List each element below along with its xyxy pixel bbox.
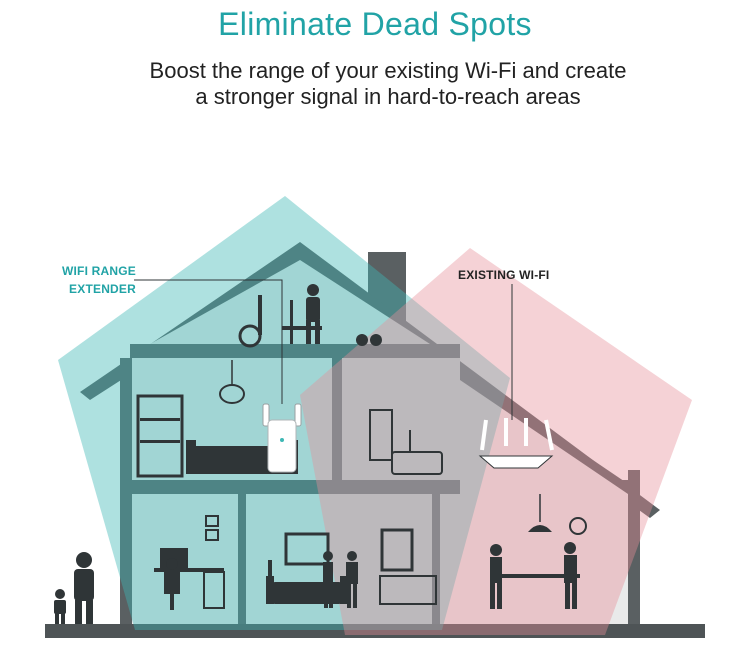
extender-leader-line bbox=[134, 279, 283, 404]
extender-callout-line2: EXTENDER bbox=[69, 282, 136, 296]
headline: Eliminate Dead Spots bbox=[218, 6, 532, 42]
ground bbox=[45, 624, 705, 638]
router-coverage-area bbox=[300, 248, 692, 635]
extender-callout-line1: WIFI RANGE bbox=[62, 264, 136, 278]
router-callout-label: EXISTING WI-FI bbox=[458, 268, 550, 282]
subline-1: Boost the range of your existing Wi-Fi a… bbox=[149, 58, 627, 83]
extender-callout-label: WIFI RANGE EXTENDER bbox=[56, 262, 136, 298]
range-extender-icon bbox=[262, 403, 302, 473]
extender-coverage-area bbox=[58, 196, 510, 630]
subline-2: a stronger signal in hard-to-reach areas bbox=[195, 84, 581, 109]
wifi-router-icon bbox=[478, 418, 554, 469]
